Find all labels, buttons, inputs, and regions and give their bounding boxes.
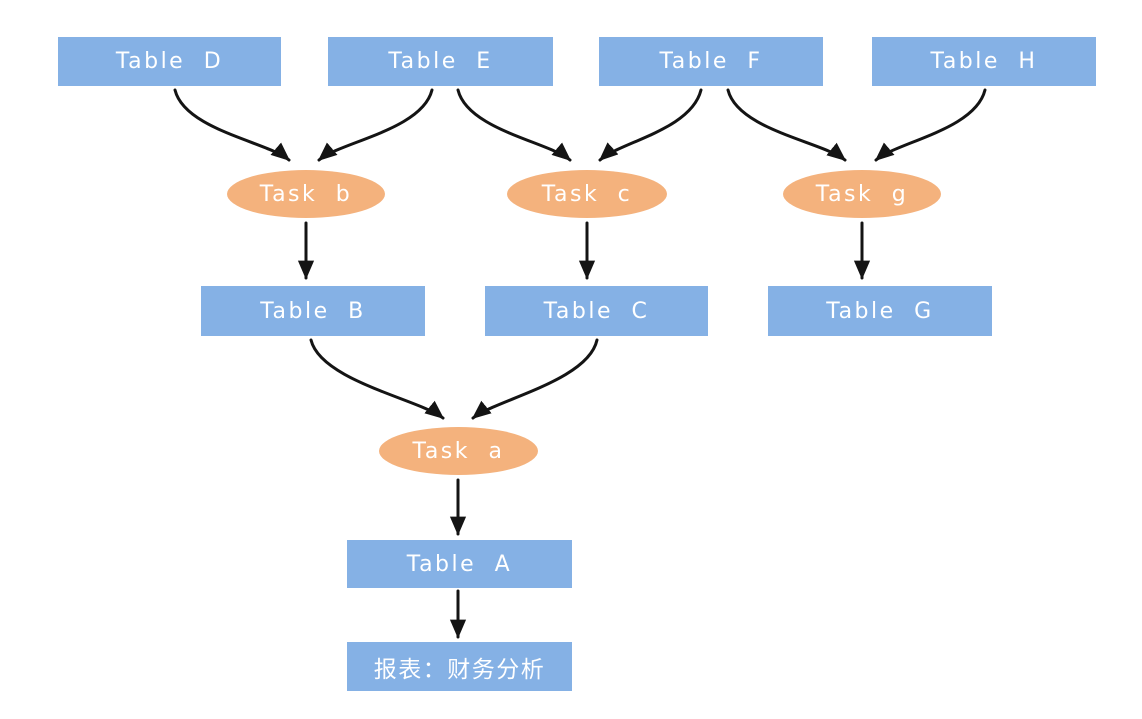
node-table-e: Table E	[328, 37, 553, 86]
node-table-f: Table F	[599, 37, 823, 86]
node-task-c: Task c	[507, 170, 667, 218]
node-table-d: Table D	[58, 37, 281, 86]
node-table-g: Table G	[768, 286, 992, 336]
node-table-c: Table C	[485, 286, 708, 336]
node-table-a: Table A	[347, 540, 572, 588]
node-table-h: Table H	[872, 37, 1096, 86]
edge-tableC-taskA-arrow	[471, 338, 599, 420]
edge-tableE-taskC-arrow	[456, 88, 572, 162]
edge-tableB-taskA-arrow	[309, 338, 445, 420]
edge-tableE-taskB-arrow	[317, 88, 434, 162]
edge-tableF-taskG-arrow	[726, 88, 847, 162]
node-task-b: Task b	[227, 170, 385, 218]
edge-tableF-taskC-arrow	[598, 88, 703, 162]
node-table-b: Table B	[201, 286, 425, 336]
node-task-g: Task g	[783, 170, 941, 218]
node-report-financial-analysis: 报表：财务分析	[347, 642, 572, 691]
edge-tableD-taskB-arrow	[173, 88, 291, 162]
edge-tableH-taskG-arrow	[874, 88, 987, 162]
node-task-a: Task a	[379, 427, 538, 475]
